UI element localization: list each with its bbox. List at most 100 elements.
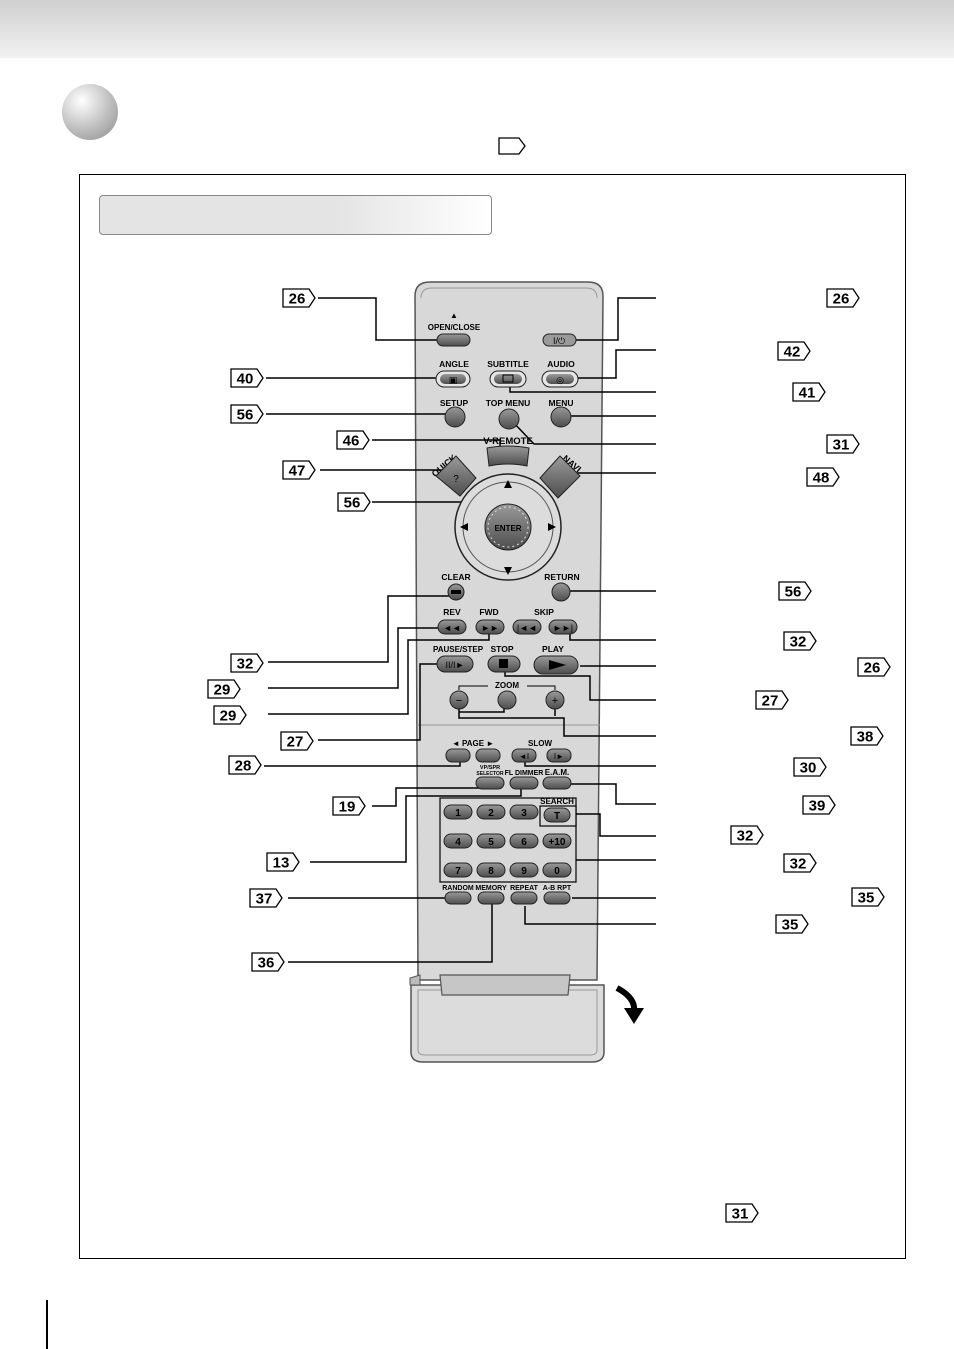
down-arrow-icon [504, 567, 512, 575]
num-0-button[interactable]: 0 [542, 862, 572, 878]
num-1-button[interactable]: 1 [443, 804, 473, 820]
page-ref-number: 56 [785, 584, 802, 601]
skip-back-button[interactable]: |◄◄ [512, 619, 542, 635]
zoom-plus-button[interactable]: + [545, 690, 565, 710]
page-ref-r-eam: 39 [802, 795, 836, 815]
num-8-button[interactable]: 8 [476, 862, 506, 878]
right-arrow-icon [548, 523, 556, 531]
fwd-button[interactable]: ►► [475, 619, 505, 635]
search-button[interactable]: T [543, 807, 571, 823]
menu-button[interactable] [550, 406, 572, 428]
zoom-minus-button[interactable]: − [449, 690, 469, 710]
power-button[interactable]: I/⏻ [542, 333, 577, 347]
num-6-label: 6 [521, 837, 527, 848]
subtitle-button[interactable] [489, 370, 527, 388]
left-arrow-icon [460, 523, 468, 531]
page-ref-number: 13 [273, 855, 290, 872]
quick-button[interactable]: ? [435, 455, 477, 497]
page-ref-r-slow: 30 [793, 757, 827, 777]
repeat-label: REPEAT [510, 885, 539, 892]
fwd-label: FWD [479, 607, 498, 617]
eam-button[interactable] [542, 776, 572, 790]
page-reference-tag-icon [498, 137, 526, 155]
page-ref-number: 32 [790, 856, 807, 873]
num-3-button[interactable]: 3 [509, 804, 539, 820]
num-5-button[interactable]: 5 [476, 833, 506, 849]
num-2-button[interactable]: 2 [476, 804, 506, 820]
pause-step-button[interactable]: II/I► [436, 655, 474, 673]
skip-forward-button[interactable]: ►►| [548, 619, 578, 635]
play-label: PLAY [542, 644, 564, 654]
return-button[interactable] [551, 582, 571, 602]
audio-button[interactable]: ◎ [541, 370, 579, 388]
num-8-label: 8 [488, 866, 494, 877]
page-ref-r-top-menu: 31 [826, 434, 860, 454]
page-down-button[interactable] [445, 748, 471, 763]
enter-button[interactable]: ENTER [484, 503, 532, 551]
top-menu-button[interactable] [498, 408, 520, 430]
num-7-button[interactable]: 7 [443, 862, 473, 878]
page-ref-r-navi: 48 [806, 467, 840, 487]
random-button[interactable] [444, 891, 472, 905]
page-ref-l-page: 28 [228, 755, 262, 775]
clear-button[interactable] [447, 583, 465, 601]
page-ref-tag-shape [783, 631, 817, 651]
page-ref-number: 39 [809, 798, 826, 815]
page-ref-tag-shape [282, 460, 316, 480]
open-close-button[interactable] [436, 333, 471, 347]
page-ref-r-audio: 42 [777, 341, 811, 361]
rev-button[interactable]: ◄◄ [437, 619, 467, 635]
page-reference-tags: 2640564647563229292728191337362642413148… [207, 288, 891, 1223]
page-ref-r-skip: 32 [783, 631, 817, 651]
eam-label: E.A.M. [545, 768, 569, 777]
num-9-button[interactable]: 9 [509, 862, 539, 878]
ab-rpt-button[interactable] [543, 891, 571, 905]
num-plus10-button[interactable]: +10 [542, 833, 572, 849]
memory-button[interactable] [477, 891, 505, 905]
num-4-button[interactable]: 4 [443, 833, 473, 849]
stop-icon [499, 659, 508, 668]
page-ref-tag-shape [806, 467, 840, 487]
page-ref-r-ab-rpt: 35 [851, 887, 885, 907]
subtitle-label: SUBTITLE [487, 359, 529, 369]
page-ref-tag-shape [851, 887, 885, 907]
page-ref-number: 27 [762, 693, 779, 710]
num-6-button[interactable]: 6 [509, 833, 539, 849]
return-label: RETURN [544, 572, 579, 582]
page-ref-tag-shape [826, 434, 860, 454]
num-7-label: 7 [455, 866, 461, 877]
page-ref-l-memory: 36 [251, 952, 285, 972]
section-bullet-icon [62, 84, 118, 140]
repeat-button[interactable] [510, 891, 538, 905]
page-ref-number: 30 [800, 760, 817, 777]
navi-button[interactable] [539, 455, 581, 499]
page-ref-l-fl-dimmer: 13 [266, 852, 300, 872]
page-ref-number: 40 [237, 371, 254, 388]
num-0-label: 0 [554, 866, 560, 877]
v-remote-button[interactable] [486, 445, 530, 467]
fl-dimmer-button[interactable] [509, 776, 539, 790]
enter-label: ENTER [494, 524, 521, 533]
page-ref-tag-shape [251, 952, 285, 972]
setup-label: SETUP [440, 398, 469, 408]
page-ref-number: 29 [220, 708, 237, 725]
play-button[interactable] [533, 655, 579, 675]
slow-back-button[interactable]: ◄I [511, 748, 537, 763]
angle-button[interactable]: ▣ [435, 370, 471, 388]
page-ref-number: 31 [833, 437, 850, 454]
zoom-center-button[interactable] [497, 690, 517, 710]
page-up-button[interactable] [475, 748, 501, 763]
page-ref-number: 56 [344, 495, 361, 512]
clear-label: CLEAR [441, 572, 470, 582]
header-band [0, 0, 954, 58]
slow-forward-button[interactable]: I► [546, 748, 572, 763]
vp-selector-button[interactable] [475, 776, 505, 790]
num-5-label: 5 [488, 837, 494, 848]
svg-text:−: − [456, 695, 462, 707]
v-remote-label: V-REMOTE [483, 436, 533, 447]
stop-button[interactable] [487, 655, 521, 673]
num-9-label: 9 [521, 866, 527, 877]
page-label: ◄ PAGE ► [452, 739, 494, 748]
setup-button[interactable] [444, 406, 466, 428]
